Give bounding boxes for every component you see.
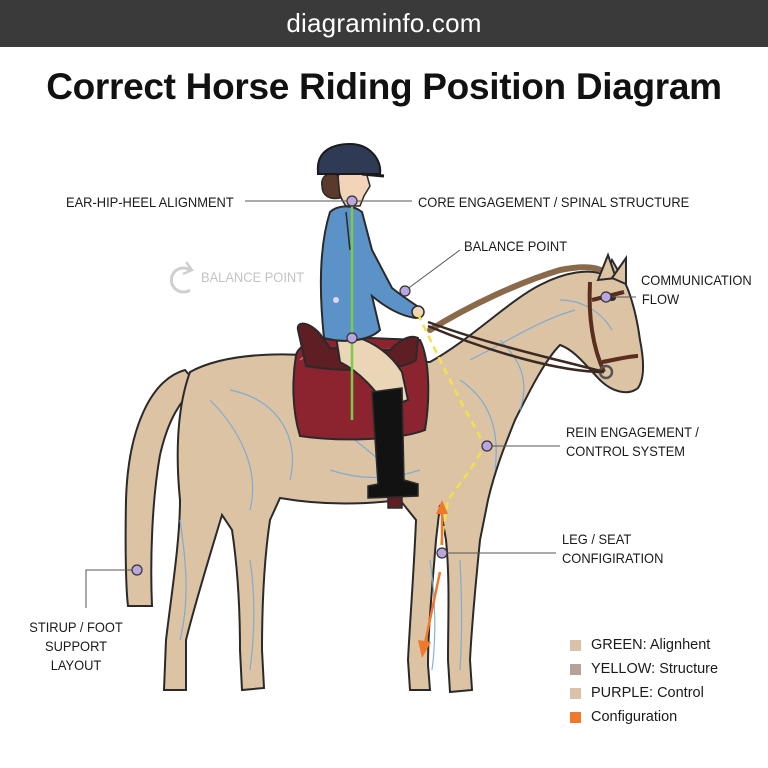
reins [427, 324, 605, 374]
marker-ear [346, 195, 358, 207]
rider-jacket [319, 205, 422, 342]
rider-hair [321, 172, 341, 200]
legend-item: PURPLE: Control [570, 681, 718, 705]
marker-leg [436, 547, 448, 559]
reins [427, 320, 605, 374]
label-balance-point-ghost: BALANCE POINT [201, 269, 305, 285]
site-name: diagraminfo.com [286, 8, 482, 38]
label-core: CORE ENGAGEMENT / SPINAL STRUCTURE [418, 194, 690, 210]
marker-stirup [131, 564, 143, 576]
page-title: Correct Horse Riding Position Diagram [46, 66, 722, 107]
horse-tail [124, 368, 200, 607]
legend-swatch [570, 687, 581, 699]
rider-boot [367, 387, 419, 499]
rotate-icon [169, 261, 194, 294]
marker-communication [600, 291, 612, 303]
label-communication: COMMUNICATION FLOW [641, 272, 752, 307]
configuration-arrow [418, 500, 448, 658]
markers [131, 195, 612, 576]
legend-swatch [570, 663, 581, 675]
marker-rein [481, 440, 493, 452]
horse-ear [610, 254, 627, 286]
legend-item: Configuration [570, 705, 718, 729]
label-rein: REIN ENGAGEMENT / CONTROL SYSTEM [566, 424, 699, 459]
legend-swatch [570, 711, 581, 723]
legend-item: YELLOW: Structure [570, 657, 718, 681]
label-stirup: STIRUP / FOOT SUPPORT LAYOUT [29, 619, 123, 673]
marker-ghost [333, 297, 339, 303]
legend-swatch [570, 639, 581, 651]
marker-balance [399, 285, 411, 297]
legend: GREEN: Alignhent YELLOW: Structure PURPL… [570, 633, 718, 729]
marker-hip [346, 332, 358, 344]
label-balance-point: BALANCE POINT [464, 238, 568, 254]
rider-hand [411, 305, 425, 319]
rider-helmet [316, 142, 382, 175]
site-header-bar: diagraminfo.com [0, 0, 768, 47]
leader-lines [85, 200, 636, 608]
label-ear-hip-heel: EAR-HIP-HEEL ALIGNMENT [66, 194, 234, 210]
label-leg-seat: LEG / SEAT CONFIGIRATION [562, 531, 664, 566]
horse-ear [596, 252, 618, 282]
legend-item: GREEN: Alignhent [570, 633, 718, 657]
horse-mane [427, 264, 607, 333]
